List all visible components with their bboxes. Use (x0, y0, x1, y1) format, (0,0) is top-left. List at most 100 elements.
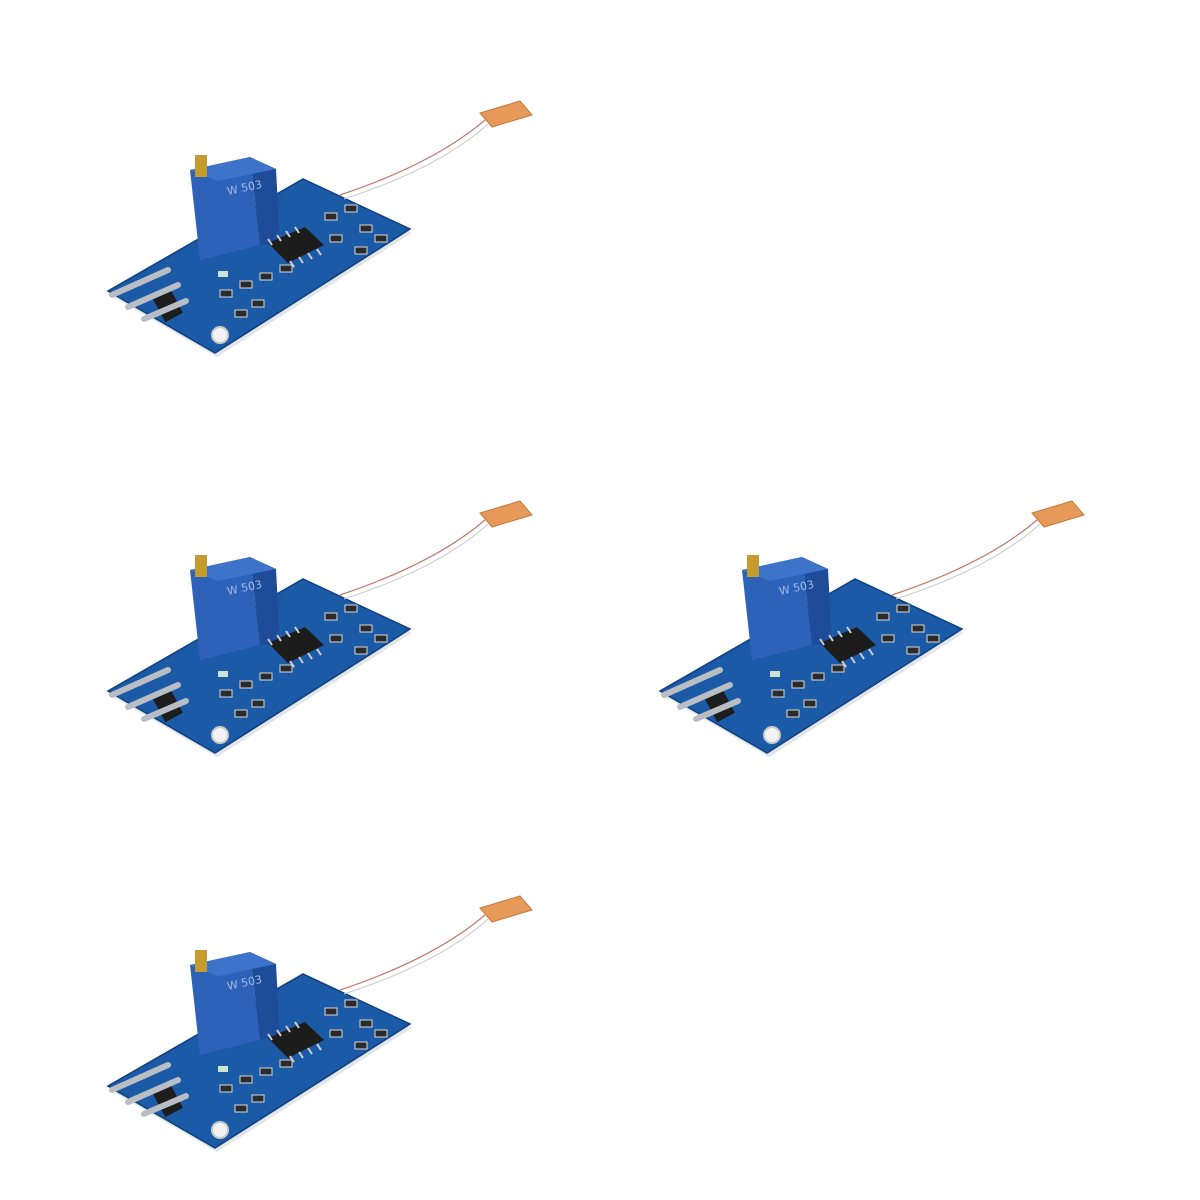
smd-component (239, 280, 253, 289)
smd-component (881, 634, 895, 643)
ic-chip (268, 1022, 324, 1058)
strain-gauge-outline (479, 100, 533, 128)
strain-gauge-module-2: W 503 (100, 495, 560, 795)
smd-component (251, 699, 265, 708)
smd-component (354, 246, 368, 255)
gauge-wire (339, 914, 486, 991)
potentiometer-body (190, 952, 260, 1055)
gauge-wire (339, 519, 486, 596)
ic-pin (267, 638, 273, 646)
smd-component (329, 234, 343, 243)
strain-gauge-module-1: W 503 (100, 95, 560, 395)
header-pin (125, 682, 181, 710)
gauge-wire (891, 519, 1038, 596)
ic-chip (268, 627, 324, 663)
strain-gauge (1032, 501, 1084, 527)
ic-pin (276, 634, 282, 642)
ic-pin (289, 660, 295, 668)
ic-pin (841, 660, 847, 668)
gauge-wire (343, 123, 489, 200)
header-pin (141, 698, 189, 722)
potentiometer-side (250, 157, 280, 245)
potentiometer-side (250, 557, 280, 645)
smd-component (239, 1075, 253, 1084)
pcb-board (108, 974, 410, 1148)
header-pin (693, 698, 741, 722)
module-illustration: W 503 (106, 500, 533, 757)
ic-chip (268, 227, 324, 263)
smd-component (219, 689, 233, 698)
smd-component (786, 709, 800, 718)
module-illustration: W 503 (106, 895, 533, 1152)
ic-pin (294, 226, 300, 234)
ic-pin (285, 230, 291, 238)
smd-component (374, 234, 388, 243)
ic-pin (850, 656, 856, 664)
strain-gauge-outline (479, 500, 533, 528)
ic-pin (307, 1047, 313, 1055)
pcb-board (108, 579, 410, 753)
smd-component (911, 624, 925, 633)
potentiometer-body (742, 557, 812, 660)
ic-pin (289, 1055, 295, 1063)
ic-pin (298, 1051, 304, 1059)
strain-gauge-outline (479, 895, 533, 923)
potentiometer-side (802, 557, 832, 645)
smd-component (771, 689, 785, 698)
smd-component (259, 672, 273, 681)
smd-component (329, 1029, 343, 1038)
ic-pin (859, 652, 865, 660)
gauge-wire (343, 523, 489, 600)
smd-component (374, 634, 388, 643)
ic-pin (298, 256, 304, 264)
potentiometer-screw (195, 555, 207, 577)
smd-component (259, 272, 273, 281)
smd-component (926, 634, 940, 643)
header-pin (661, 667, 723, 698)
module-illustration: W 503 (658, 500, 1085, 757)
ic-pin (819, 638, 825, 646)
gauge-wire (339, 119, 486, 196)
strain-gauge-outline (1031, 500, 1085, 528)
header-pin (141, 298, 189, 322)
smd-component (791, 680, 805, 689)
ic-pin (267, 238, 273, 246)
mounting-hole (211, 726, 229, 744)
smd-component (219, 289, 233, 298)
mounting-hole (211, 326, 229, 344)
smd-component (279, 1059, 293, 1068)
smd-component (876, 612, 890, 621)
pcb-board (108, 179, 410, 353)
smd-component (896, 604, 910, 613)
smd-component (251, 1094, 265, 1103)
status-led (218, 671, 228, 677)
smd-component (344, 604, 358, 613)
ic-pin (307, 252, 313, 260)
ic-pin (828, 634, 834, 642)
smd-component (234, 309, 248, 318)
ic-pin (316, 1043, 322, 1051)
smd-component (279, 664, 293, 673)
ic-pin (307, 652, 313, 660)
smd-component (344, 999, 358, 1008)
smd-component (259, 1067, 273, 1076)
mounting-hole (763, 726, 781, 744)
status-led (218, 1066, 228, 1072)
smd-component (359, 224, 373, 233)
ic-pin (298, 656, 304, 664)
mounting-hole (211, 1121, 229, 1139)
potentiometer-screw (747, 555, 759, 577)
ic-pin (276, 1029, 282, 1037)
strain-gauge (480, 101, 532, 127)
strain-gauge (480, 501, 532, 527)
potentiometer-top (190, 557, 276, 581)
potentiometer-side (250, 952, 280, 1040)
smd-component (344, 204, 358, 213)
smd-component (803, 699, 817, 708)
smd-component (279, 264, 293, 273)
smd-component (324, 212, 338, 221)
module-illustration: W 503 (106, 100, 533, 357)
smd-component (906, 646, 920, 655)
potentiometer-screw (195, 155, 207, 177)
